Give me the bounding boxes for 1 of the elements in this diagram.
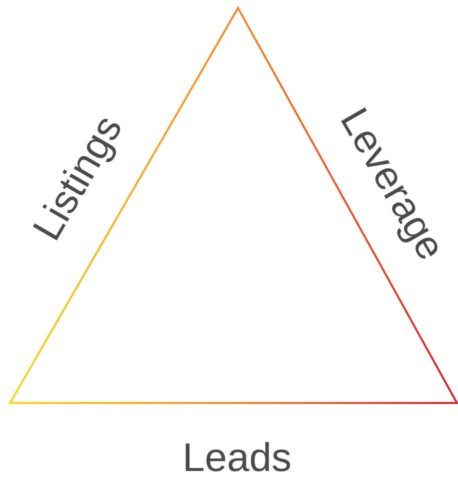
- side-label: Leads: [182, 438, 292, 478]
